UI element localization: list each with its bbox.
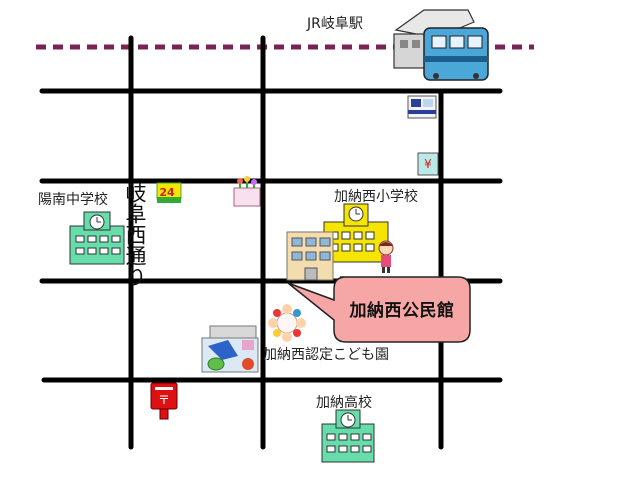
- train-icon: [393, 9, 489, 81]
- community-center-label: 加納西公民館: [349, 301, 455, 321]
- supermarket-icon: [201, 325, 259, 373]
- flower-shop-icon: [233, 176, 261, 207]
- community-center-icon: [286, 231, 334, 281]
- post-box-icon: 〒: [150, 382, 178, 420]
- elementary-label: 加納西小学校: [334, 189, 418, 205]
- station-label: JR岐阜駅: [307, 16, 363, 32]
- bank-icon: ¥: [417, 152, 439, 176]
- convenience-store-icon: 24: [156, 182, 182, 203]
- school-icon-high-school: [321, 409, 375, 463]
- junior-high-label: 陽南中学校: [38, 192, 108, 208]
- school-icon-elementary: [323, 203, 389, 263]
- girl-icon: [378, 240, 394, 273]
- high-school-label: 加納高校: [316, 395, 372, 411]
- school-icon-junior-high: [69, 211, 125, 265]
- police-box-icon: [407, 95, 437, 119]
- svg-text:¥: ¥: [424, 157, 432, 171]
- daycare-children-icon: [268, 304, 306, 342]
- svg-text:〒: 〒: [158, 393, 170, 407]
- convenience-store-sign: 24: [159, 186, 175, 199]
- kindergarten-label: 加納西認定こども園: [263, 347, 389, 363]
- community-center-callout: [287, 276, 471, 343]
- street-label: 岐阜西通り: [123, 182, 147, 287]
